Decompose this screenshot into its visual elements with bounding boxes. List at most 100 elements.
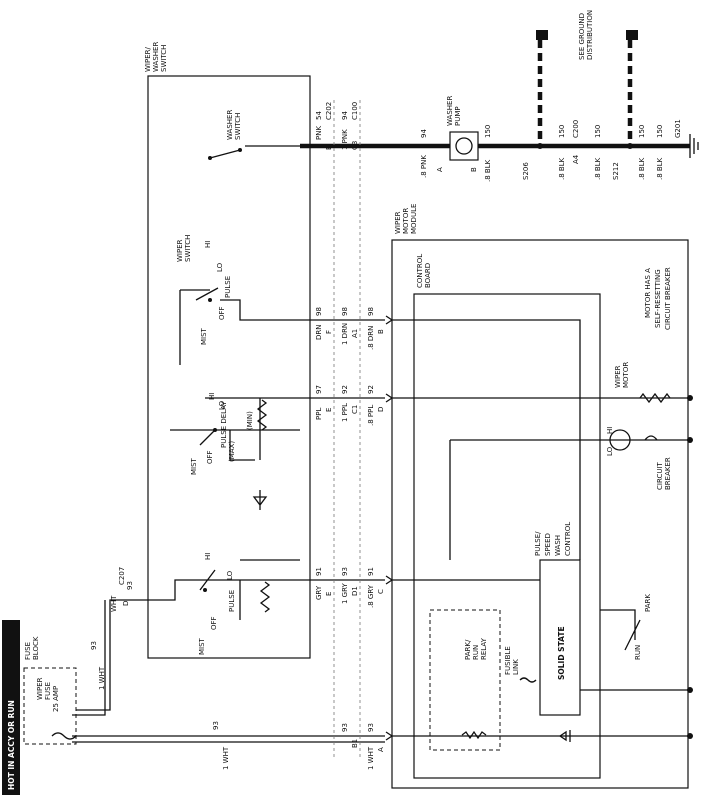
see-ground-1: SEE GROUND bbox=[578, 13, 586, 60]
fuse-wire-1wht: 1 WHT bbox=[98, 666, 106, 690]
low-mist: MIST bbox=[198, 637, 206, 655]
see-ground-2: DISTRIBUTION bbox=[586, 10, 594, 60]
s206-label: S206 bbox=[522, 162, 530, 180]
mid-off: OFF bbox=[206, 450, 214, 464]
switch-title-1: WIPER/ bbox=[144, 47, 152, 72]
pulse-speed-3: WASH bbox=[554, 535, 562, 556]
module-title-3: MODULE bbox=[410, 204, 418, 234]
r4-c: C bbox=[377, 589, 385, 594]
washer-pump-ground: WASHER PUMP .8 PNK 94 A .8 BLK 150 B SEE… bbox=[380, 10, 699, 182]
lower-resistor-icon bbox=[259, 581, 271, 613]
r2-f: F bbox=[325, 330, 333, 334]
c100-label: C100 bbox=[351, 102, 359, 120]
r4-1gry: 1 GRY bbox=[341, 582, 349, 604]
pump-label-1: WASHER bbox=[446, 96, 454, 126]
module-diode-icon bbox=[558, 730, 571, 742]
fuse-block-title-2: BLOCK bbox=[32, 636, 40, 660]
r1-b: B bbox=[325, 145, 333, 150]
gnd-150-4: 150 bbox=[656, 125, 664, 138]
c207-93: 93 bbox=[126, 581, 134, 590]
c207-pin-d: D bbox=[122, 601, 130, 606]
hot-in-label: HOT IN ACCY OR RUN bbox=[7, 700, 16, 790]
fuse-wire-93: 93 bbox=[90, 641, 98, 650]
hot-in-bar bbox=[2, 620, 20, 795]
r2-b: B bbox=[377, 329, 385, 334]
r3-92b: 92 bbox=[367, 385, 375, 394]
upper-mist: MIST bbox=[200, 327, 208, 345]
connector-wires: PNK 54 B 1 PNK 94 C3 C202 C100 DRN 98 F … bbox=[300, 100, 394, 770]
gnd-8blk-4: .8 BLK bbox=[656, 157, 664, 180]
r4-93: 93 bbox=[341, 567, 349, 576]
r3-e: E bbox=[325, 408, 333, 412]
r4-e: E bbox=[325, 592, 333, 596]
wiper-fuse-label-2: FUSE bbox=[44, 682, 52, 700]
r5-1wht: 1 WHT bbox=[367, 746, 375, 770]
pump-wire-8pnk: .8 PNK bbox=[420, 155, 428, 178]
fuse-block-title-1: FUSE bbox=[24, 642, 32, 660]
fuse-block-outline bbox=[23, 667, 77, 745]
r4-d1: D1 bbox=[351, 586, 359, 596]
motor-lo: LO bbox=[606, 446, 614, 456]
r2-98c: 98 bbox=[367, 307, 375, 316]
module-outline bbox=[391, 239, 689, 789]
fuse-block: HOT IN ACCY OR RUN FUSE BLOCK WIPER FUSE… bbox=[2, 620, 77, 795]
motor-hi: HI bbox=[606, 427, 614, 434]
gnd-150-3: 150 bbox=[638, 125, 646, 138]
upper-off: OFF bbox=[218, 306, 226, 320]
lower-wire-1wht: 1 WHT bbox=[222, 746, 230, 770]
c200-label: C200 bbox=[572, 120, 580, 138]
r5-a: A bbox=[377, 747, 385, 752]
r3-92: 92 bbox=[341, 385, 349, 394]
pump-pin-a: A bbox=[436, 167, 444, 172]
c207-label: C207 bbox=[118, 567, 126, 585]
module-title-2: MOTOR bbox=[402, 208, 410, 234]
lower-wire-93: 93 bbox=[212, 721, 220, 730]
upper-hi: HI bbox=[204, 241, 212, 248]
pulse-delay-resistor-icon bbox=[256, 399, 268, 431]
gnd-8blk-1: .8 BLK bbox=[558, 157, 566, 180]
pulse-speed-4: CONTROL bbox=[564, 522, 572, 556]
low-hi: HI bbox=[204, 553, 212, 560]
motor-note-1: MOTOR HAS A bbox=[644, 268, 652, 318]
r4-gry: GRY bbox=[315, 585, 323, 600]
r2-drn: DRN bbox=[315, 325, 323, 341]
solid-state-box bbox=[539, 559, 581, 716]
r2-1drn: 1 DRN bbox=[341, 323, 349, 345]
wiper-motor-1: WIPER bbox=[614, 365, 622, 388]
low-pulse: PULSE bbox=[228, 590, 236, 612]
motor-park: PARK bbox=[644, 594, 652, 612]
park-relay-outline bbox=[429, 609, 501, 751]
solid-state-label: SOLID STATE bbox=[557, 626, 566, 680]
pulse-speed-1: PULSE/ bbox=[534, 531, 542, 556]
r3-97: 97 bbox=[315, 385, 323, 394]
fusible-link-2: LINK bbox=[512, 659, 520, 675]
r2-98: 98 bbox=[315, 307, 323, 316]
upper-pulse: PULSE bbox=[224, 276, 232, 298]
switch-diode-icon bbox=[252, 490, 268, 510]
r3-8ppl: .8 PPL bbox=[367, 405, 375, 426]
r2-8drn: .8 DRN bbox=[367, 326, 375, 350]
r5-93b: 93 bbox=[367, 723, 375, 732]
r1-94: 94 bbox=[341, 111, 349, 120]
r1-1pnk: 1 PNK bbox=[341, 129, 349, 150]
pump-label-2: PUMP bbox=[454, 106, 462, 126]
fusible-link-icon bbox=[519, 677, 537, 683]
r1-pnk: PNK bbox=[315, 126, 323, 140]
washer-switch-label-2: SWITCH bbox=[234, 113, 242, 140]
r3-d: D bbox=[377, 407, 385, 412]
r5-93: 93 bbox=[341, 723, 349, 732]
park-relay-2: RUN bbox=[472, 645, 480, 660]
g201-label: G201 bbox=[674, 119, 682, 138]
mid-max: (MAX) bbox=[228, 441, 236, 462]
fuse-element-icon bbox=[51, 732, 77, 740]
mid-hi: HI bbox=[208, 393, 216, 400]
r3-c1: C1 bbox=[351, 405, 359, 414]
upper-lo: LO bbox=[216, 262, 224, 272]
r4-8gry: .8 GRY bbox=[367, 584, 375, 608]
r2-a1: A1 bbox=[351, 329, 359, 338]
r1-c3: C3 bbox=[351, 141, 359, 150]
s212-label: S212 bbox=[612, 162, 620, 180]
low-off: OFF bbox=[210, 616, 218, 630]
park-relay-1: PARK/ bbox=[464, 639, 472, 660]
